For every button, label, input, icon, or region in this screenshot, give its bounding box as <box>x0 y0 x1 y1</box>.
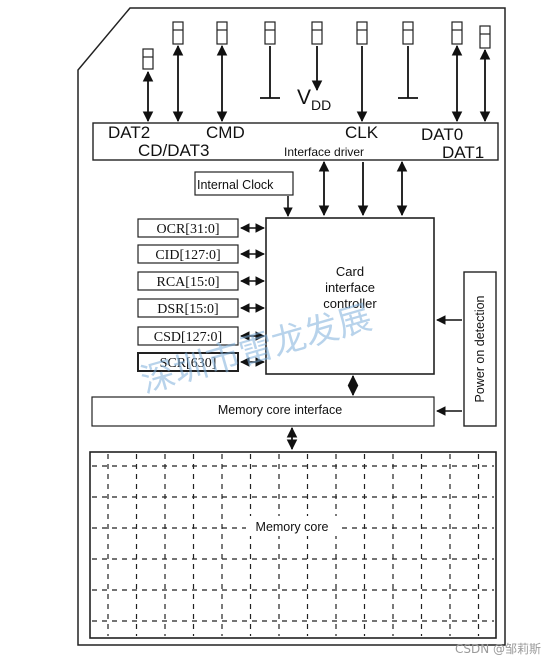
csdn-credit: CSDN @邹莉斯 <box>455 642 541 656</box>
register-dsr: DSR[15:0] <box>157 302 218 317</box>
contact-vdd <box>311 21 323 45</box>
internal-clock-box <box>194 171 294 196</box>
interface-driver-label: Interface driver <box>284 145 364 159</box>
contact-cd-dat3 <box>172 21 184 45</box>
contact-dat0 <box>451 21 463 45</box>
register-dsr-box <box>137 298 239 318</box>
register-links <box>240 223 265 367</box>
interface-driver-box <box>92 122 499 161</box>
vdd-subscript: DD <box>311 97 331 113</box>
register-cid: CID[127:0] <box>155 248 220 263</box>
power-links <box>436 315 462 416</box>
card-outline <box>77 7 506 646</box>
register-scr-box <box>137 352 239 372</box>
register-labels: OCR[31:0] CID[127:0] RCA[15:0] DSR[15:0]… <box>154 222 222 371</box>
power-on-detection-label: Power on detection <box>473 295 487 402</box>
register-csd-box <box>137 326 239 346</box>
register-stack <box>137 218 239 372</box>
pin-label-dat1: DAT1 <box>442 143 484 162</box>
pin-label-dat2: DAT2 <box>108 123 150 142</box>
pin-label-cd-dat3: CD/DAT3 <box>138 141 209 160</box>
register-rca-box <box>137 271 239 291</box>
memory-core-label: Memory core <box>256 520 329 534</box>
driver-controller-links <box>318 160 408 217</box>
pin-label-dat0: DAT0 <box>421 125 463 144</box>
register-ocr-box <box>137 218 239 238</box>
memory-core-grid <box>92 454 494 636</box>
power-on-detection-box <box>463 271 497 427</box>
memory-core-interface-box <box>91 396 435 427</box>
contact-vss1 <box>264 21 276 45</box>
contact-clk <box>356 21 368 45</box>
memory-core-box <box>89 451 497 639</box>
register-scr: SCR[630] <box>160 356 217 371</box>
vdd-label: VDD <box>297 86 331 113</box>
register-csd: CSD[127:0] <box>154 330 222 345</box>
controller-label-line1: Card <box>336 264 364 279</box>
contact-cmd <box>216 21 228 45</box>
contact-dat1 <box>479 25 491 49</box>
pin-contacts <box>142 21 491 70</box>
vdd-main: V <box>297 86 311 109</box>
memory-core-label-bg <box>246 516 338 536</box>
register-cid-box <box>137 244 239 264</box>
controller-label-line3: controller <box>323 296 377 311</box>
pin-lines <box>142 44 491 123</box>
register-rca: RCA[15:0] <box>157 275 220 290</box>
internal-clock-label: Internal Clock <box>197 178 274 192</box>
pin-label-clk: CLK <box>345 123 379 142</box>
register-ocr: OCR[31:0] <box>157 222 220 237</box>
memory-core-interface-label: Memory core interface <box>218 403 342 417</box>
card-interface-controller-box <box>265 217 435 375</box>
pin-label-cmd: CMD <box>206 123 245 142</box>
contact-dat2 <box>142 48 154 70</box>
controller-label-line2: interface <box>325 280 375 295</box>
contact-vss2 <box>402 21 414 45</box>
